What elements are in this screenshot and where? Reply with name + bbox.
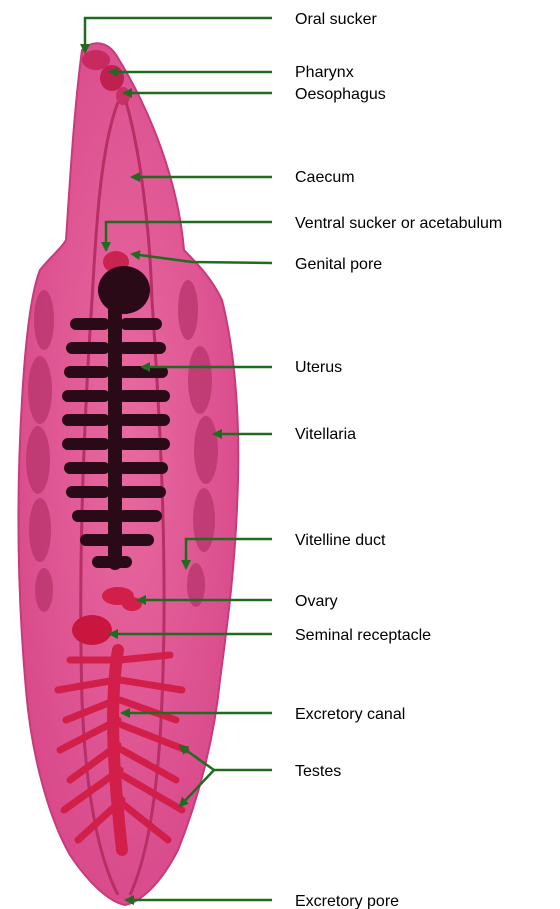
label-excretory-pore: Excretory pore [295, 893, 399, 909]
label-vitelline-duct: Vitelline duct [295, 532, 386, 549]
seminal-receptacle [72, 615, 112, 645]
label-caecum: Caecum [295, 169, 355, 186]
label-genital-pore: Genital pore [295, 256, 382, 273]
label-pharynx: Pharynx [295, 64, 354, 81]
specimen [19, 43, 239, 905]
label-uterus: Uterus [295, 359, 342, 376]
label-seminal-receptacle: Seminal receptacle [295, 627, 431, 644]
pharynx [100, 65, 124, 91]
label-excretory-canal: Excretory canal [295, 706, 405, 723]
label-ventral-sucker: Ventral sucker or acetabulum [295, 215, 502, 232]
label-testes: Testes [295, 763, 341, 780]
label-vitellaria: Vitellaria [295, 426, 356, 443]
label-oral-sucker: Oral sucker [295, 11, 377, 28]
arrow-oral-sucker [85, 18, 272, 52]
labels: Oral sucker Pharynx Oesophagus Caecum Ve… [295, 11, 502, 909]
label-oesophagus: Oesophagus [295, 86, 386, 103]
label-ovary: Ovary [295, 593, 338, 610]
